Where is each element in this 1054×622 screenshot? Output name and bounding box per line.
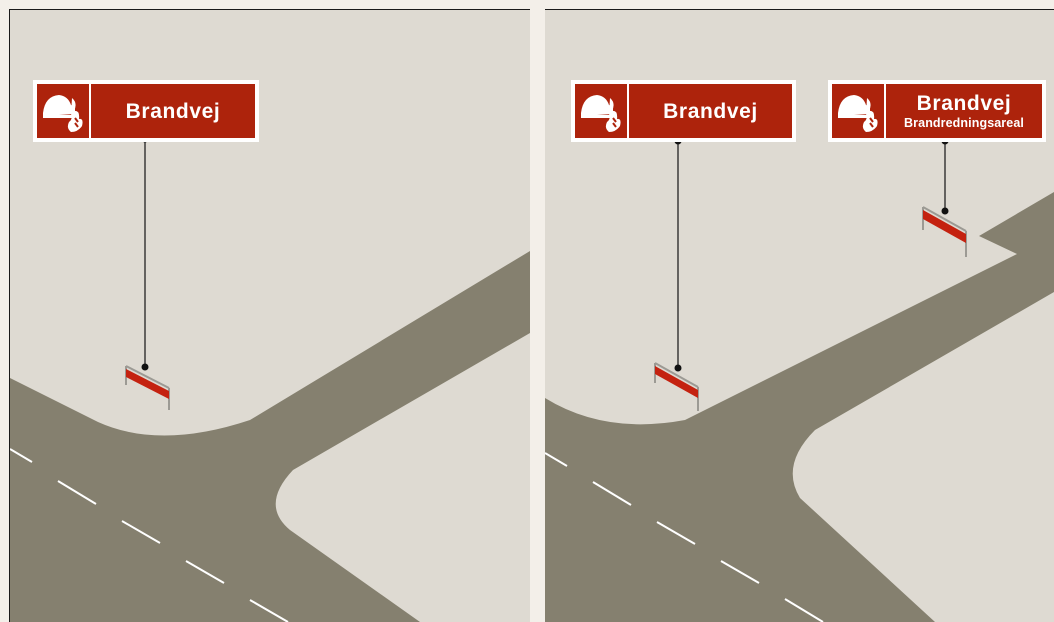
- sign-title: Brandvej: [125, 99, 221, 123]
- sign-title: Brandvej: [916, 91, 1012, 115]
- barrier-dot: [674, 364, 682, 372]
- lane-markings: [10, 448, 289, 622]
- brandvej-brandredningsareal-sign: Brandvej Brandredningsareal: [828, 80, 1046, 142]
- lane-markings: [545, 452, 824, 622]
- left-road-scene: [10, 10, 530, 622]
- barrier-2: [922, 206, 967, 257]
- road-surface: [10, 251, 530, 622]
- fire-helmet-flame-icon: [832, 84, 886, 138]
- barrier-dot: [141, 363, 149, 371]
- barrier: [654, 362, 699, 411]
- brandvej-sign: Brandvej: [571, 80, 796, 142]
- barrier: [125, 365, 170, 410]
- right-panel: Brandvej Brandvej Brandredningsareal: [545, 9, 1054, 622]
- brandvej-sign: Brandvej: [33, 80, 259, 142]
- fire-helmet-flame-icon: [575, 84, 629, 138]
- road-surface: [545, 192, 1054, 622]
- fire-helmet-flame-icon: [37, 84, 91, 138]
- left-panel: Brandvej: [9, 9, 530, 622]
- barrier-dot-2: [941, 207, 949, 215]
- sign-title: Brandvej: [663, 99, 758, 123]
- sign-subtitle: Brandredningsareal: [904, 115, 1024, 130]
